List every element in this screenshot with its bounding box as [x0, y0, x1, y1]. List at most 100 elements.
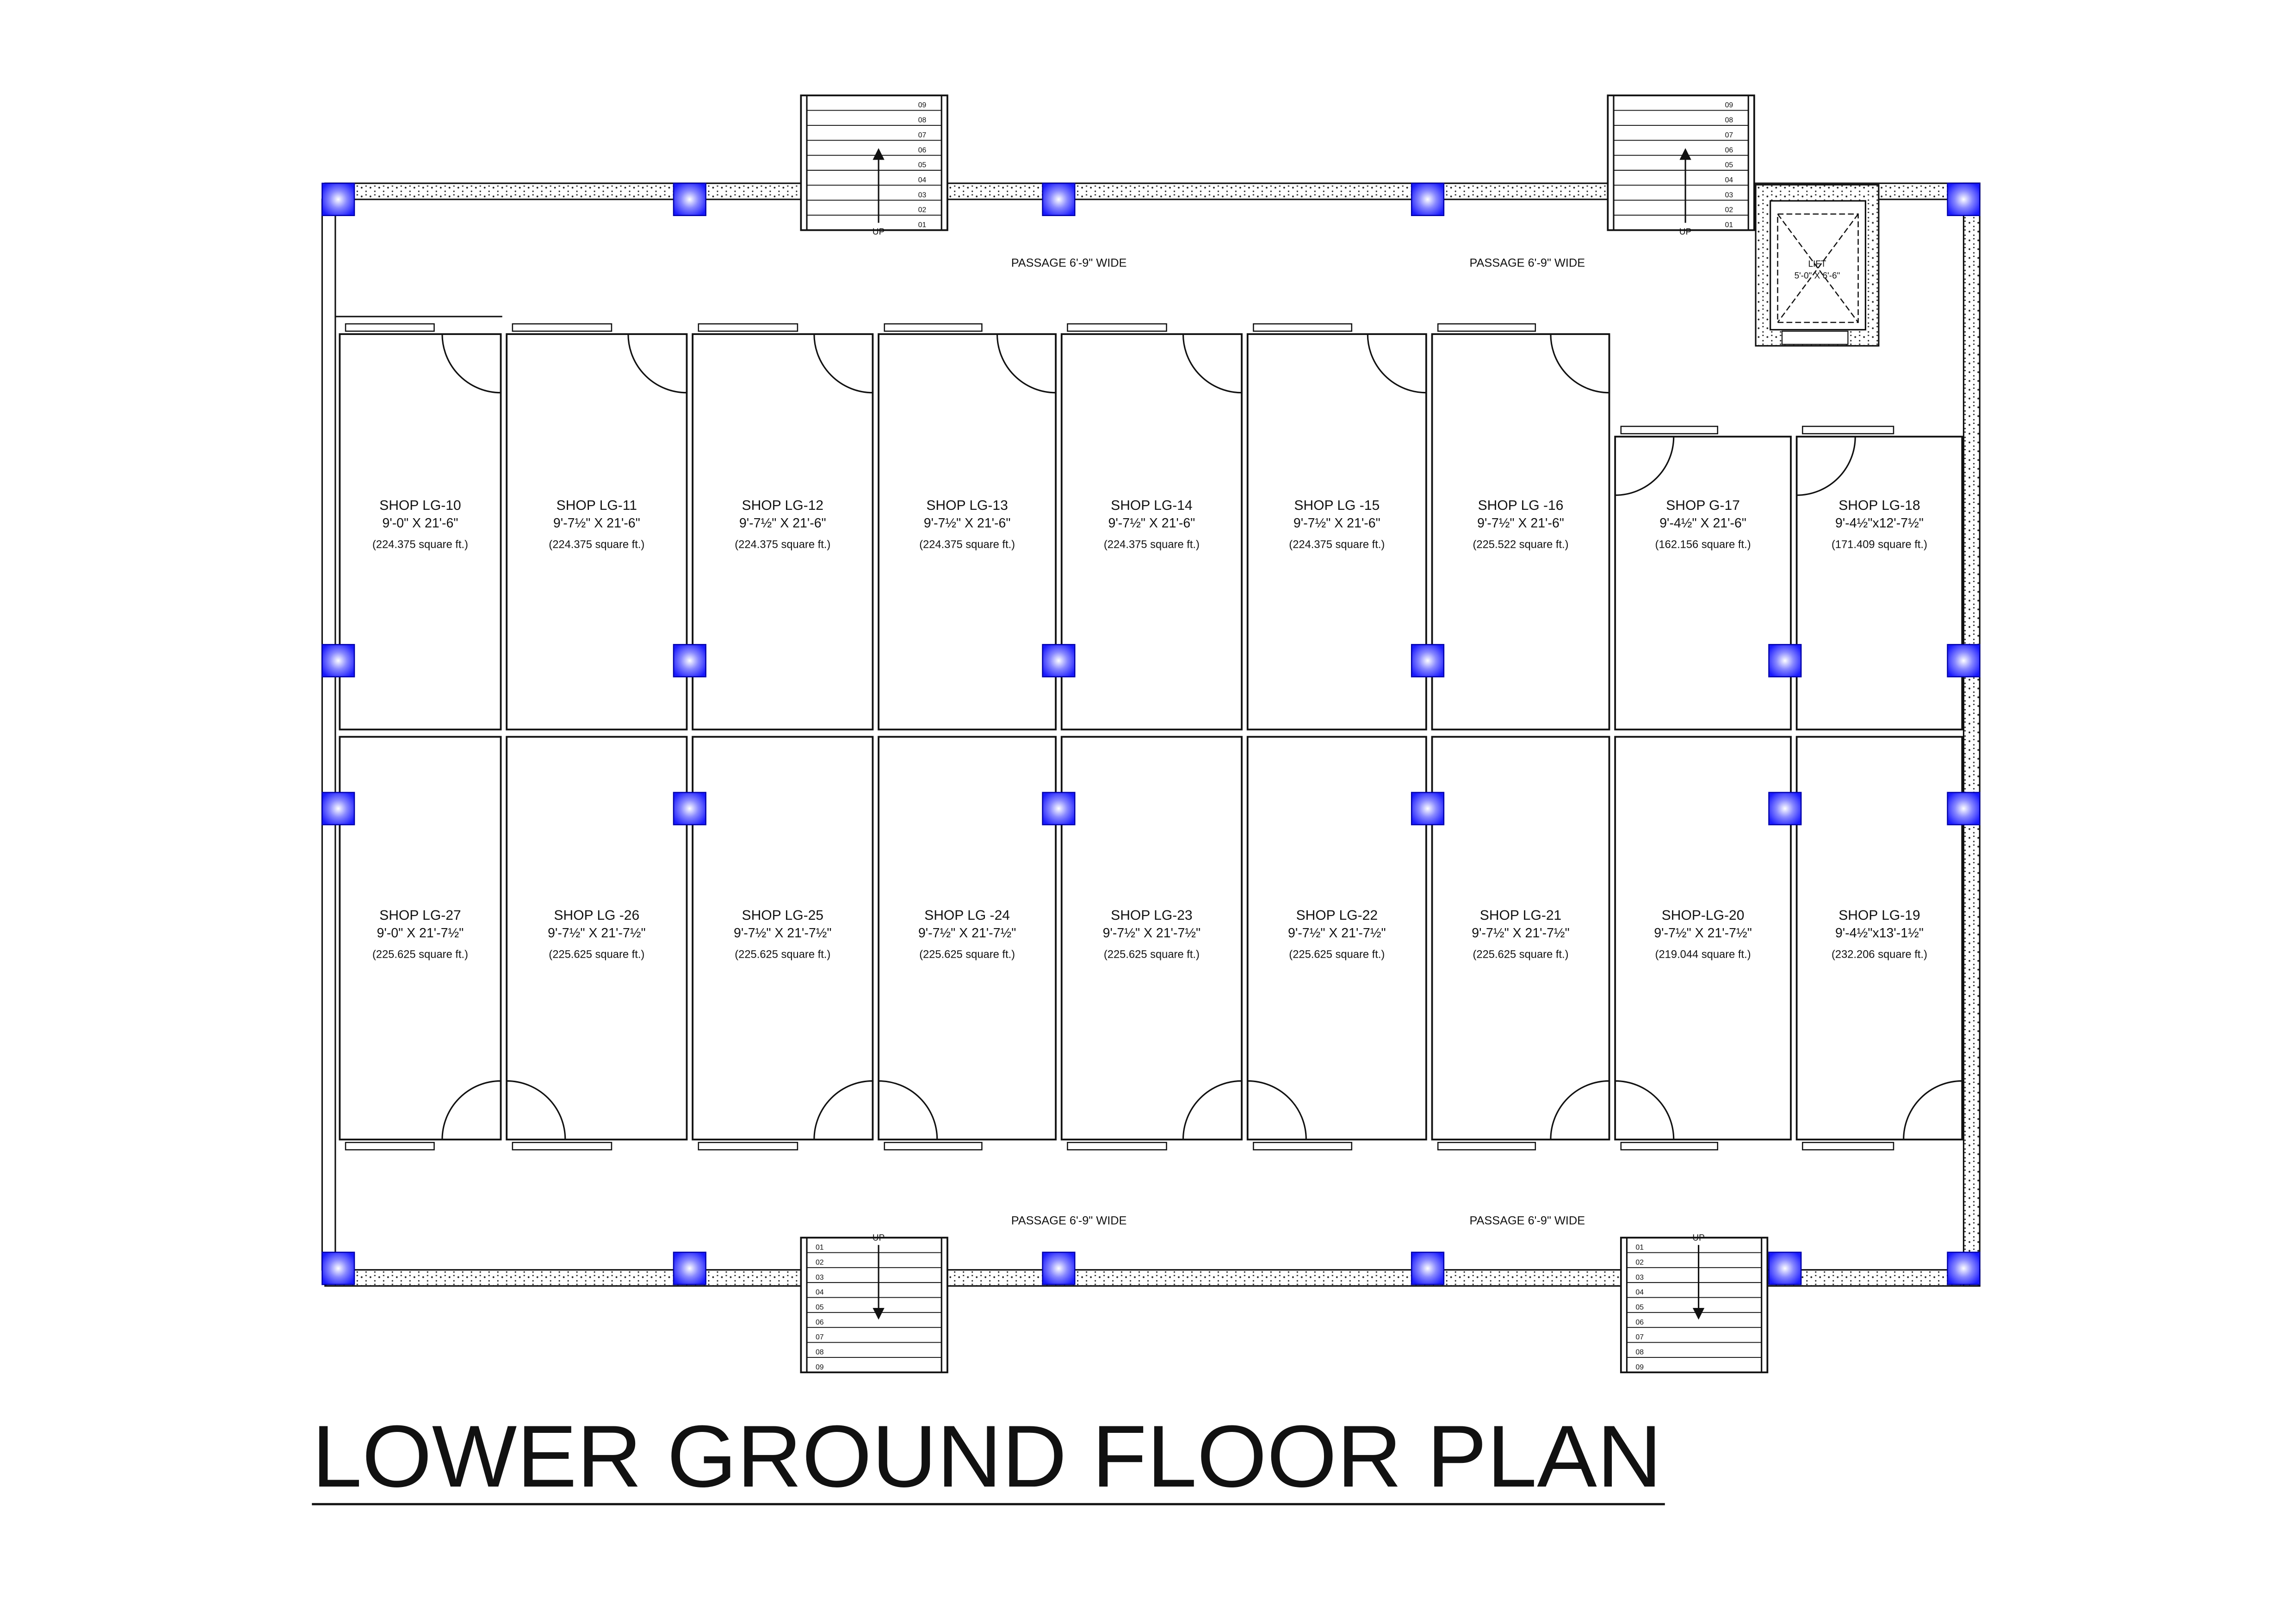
step-number: 05	[1636, 1304, 1644, 1312]
arrow-head-icon	[1679, 148, 1691, 160]
step-number: 09	[1636, 1363, 1644, 1371]
step-number: 08	[816, 1349, 824, 1357]
stair-outline	[1620, 1237, 1769, 1374]
shop-area: (225.522 square ft.)	[1473, 539, 1569, 551]
door-swing	[1550, 1080, 1610, 1140]
shop-outline	[878, 333, 1057, 731]
shop-area: (225.625 square ft.)	[1104, 949, 1200, 961]
step-number: 07	[816, 1333, 824, 1341]
shop-bottom-5: SHOP LG-229'-7½" X 21'-7½"(225.625 squar…	[1246, 736, 1427, 1151]
column	[1411, 182, 1445, 217]
shop-outline	[1060, 333, 1243, 731]
column	[1411, 644, 1445, 678]
shop-top-4: SHOP LG-149'-7½" X 21'-6"(224.375 square…	[1060, 323, 1243, 731]
shop-area: (224.375 square ft.)	[735, 539, 830, 551]
shop-dimensions: 9'-0" X 21'-7½"	[377, 926, 464, 941]
lift-door	[1781, 330, 1849, 345]
door-swing	[1614, 1080, 1675, 1140]
column	[673, 644, 706, 678]
shop-name: SHOP LG -24	[924, 908, 1010, 923]
passage-label-top-right: PASSAGE 6'-9" WIDE	[1469, 257, 1585, 270]
step-number: 04	[1725, 176, 1733, 184]
shop-dimensions: 9'-7½" X 21'-6"	[553, 516, 640, 531]
shop-dimensions: 9'-7½" X 21'-6"	[1477, 516, 1564, 531]
step-number: 05	[918, 161, 927, 169]
step-number: 06	[918, 146, 927, 154]
passage-label-top-left: PASSAGE 6'-9" WIDE	[1011, 257, 1127, 270]
door-swing	[813, 1080, 874, 1140]
column	[1947, 1251, 1980, 1285]
door-swing	[878, 1080, 938, 1140]
shop-outline	[339, 736, 502, 1140]
lift-car	[1777, 213, 1859, 323]
column	[1042, 792, 1076, 825]
shop-area: (224.375 square ft.)	[1289, 539, 1385, 551]
shops: SHOP LG-109'-0" X 21'-6"(224.375 square …	[339, 323, 1963, 1151]
shop-dimensions: 9'-7½" X 21'-7½"	[1288, 926, 1386, 941]
arrow-head-icon	[873, 148, 885, 160]
shop-outline	[1795, 736, 1963, 1140]
arrow-head-icon	[1692, 1307, 1705, 1320]
shop-shutter	[512, 1142, 613, 1151]
shop-bottom-1: SHOP LG -269'-7½" X 21'-7½"(225.625 squa…	[506, 736, 688, 1151]
lift	[1755, 184, 1880, 347]
door-swing	[996, 334, 1057, 394]
shop-name: SHOP LG-27	[379, 908, 461, 923]
shop-outline	[339, 333, 502, 731]
step-number: 06	[1725, 146, 1733, 154]
shop-shutter	[1802, 426, 1894, 434]
step-number: 01	[816, 1244, 824, 1251]
step-number: 08	[918, 117, 927, 124]
shop-name: SHOP LG-11	[557, 498, 637, 513]
shop-shutter	[884, 1142, 983, 1151]
shop-outline	[1795, 435, 1963, 731]
door-swing	[1796, 436, 1856, 496]
shop-dimensions: 9'-7½" X 21'-7½"	[548, 926, 646, 941]
column	[1947, 182, 1980, 217]
shop-shutter	[884, 323, 983, 332]
shop-area: (162.156 square ft.)	[1655, 539, 1751, 551]
shop-shutter	[1067, 323, 1167, 332]
step-number: 05	[1725, 161, 1733, 169]
shop-dimensions: 9'-4½"x13'-1½"	[1835, 926, 1924, 941]
step-number: 01	[918, 221, 927, 229]
step-number: 07	[1636, 1333, 1644, 1341]
shop-area: (224.375 square ft.)	[1104, 539, 1200, 551]
shop-name: SHOP LG-19	[1838, 908, 1920, 923]
column	[322, 644, 355, 678]
shop-area: (225.625 square ft.)	[1473, 949, 1569, 961]
shop-dimensions: 9'-7½" X 21'-6"	[739, 516, 826, 531]
door-swing	[1367, 334, 1427, 394]
column	[1042, 644, 1076, 678]
step-number: 03	[1725, 191, 1733, 199]
shop-dimensions: 9'-7½" X 21'-6"	[924, 516, 1011, 531]
step-number: 09	[816, 1363, 824, 1371]
step-number: 04	[1636, 1288, 1644, 1296]
shop-top-7: SHOP G-179'-4½" X 21'-6"(162.156 square …	[1614, 426, 1792, 731]
stair-outline	[800, 94, 948, 231]
column	[322, 1251, 355, 1285]
step-number: 09	[918, 101, 927, 109]
page-title: LOWER GROUND FLOOR PLAN	[312, 1407, 1662, 1505]
shop-name: SHOP LG-12	[742, 498, 823, 513]
step-number: 03	[918, 191, 927, 199]
shop-name: SHOP-LG-20	[1662, 908, 1745, 923]
step-number: 04	[918, 176, 927, 184]
arrow-head-icon	[873, 1307, 885, 1320]
shop-outline	[506, 736, 688, 1140]
shop-top-5: SHOP LG -159'-7½" X 21'-6"(224.375 squar…	[1246, 323, 1427, 731]
shop-area: (225.625 square ft.)	[1289, 949, 1385, 961]
step-number: 08	[1636, 1349, 1644, 1357]
shop-dimensions: 9'-7½" X 21'-6"	[1108, 516, 1195, 531]
shop-bottom-4: SHOP LG-239'-7½" X 21'-7½"(225.625 squar…	[1060, 736, 1243, 1151]
column	[1947, 792, 1980, 825]
step-number: 01	[1636, 1244, 1644, 1251]
lift-cross	[1777, 213, 1859, 323]
shop-area: (171.409 square ft.)	[1832, 539, 1927, 551]
shop-name: SHOP LG -16	[1478, 498, 1564, 513]
shop-shutter	[1253, 323, 1353, 332]
shop-dimensions: 9'-7½" X 21'-7½"	[1103, 926, 1201, 941]
